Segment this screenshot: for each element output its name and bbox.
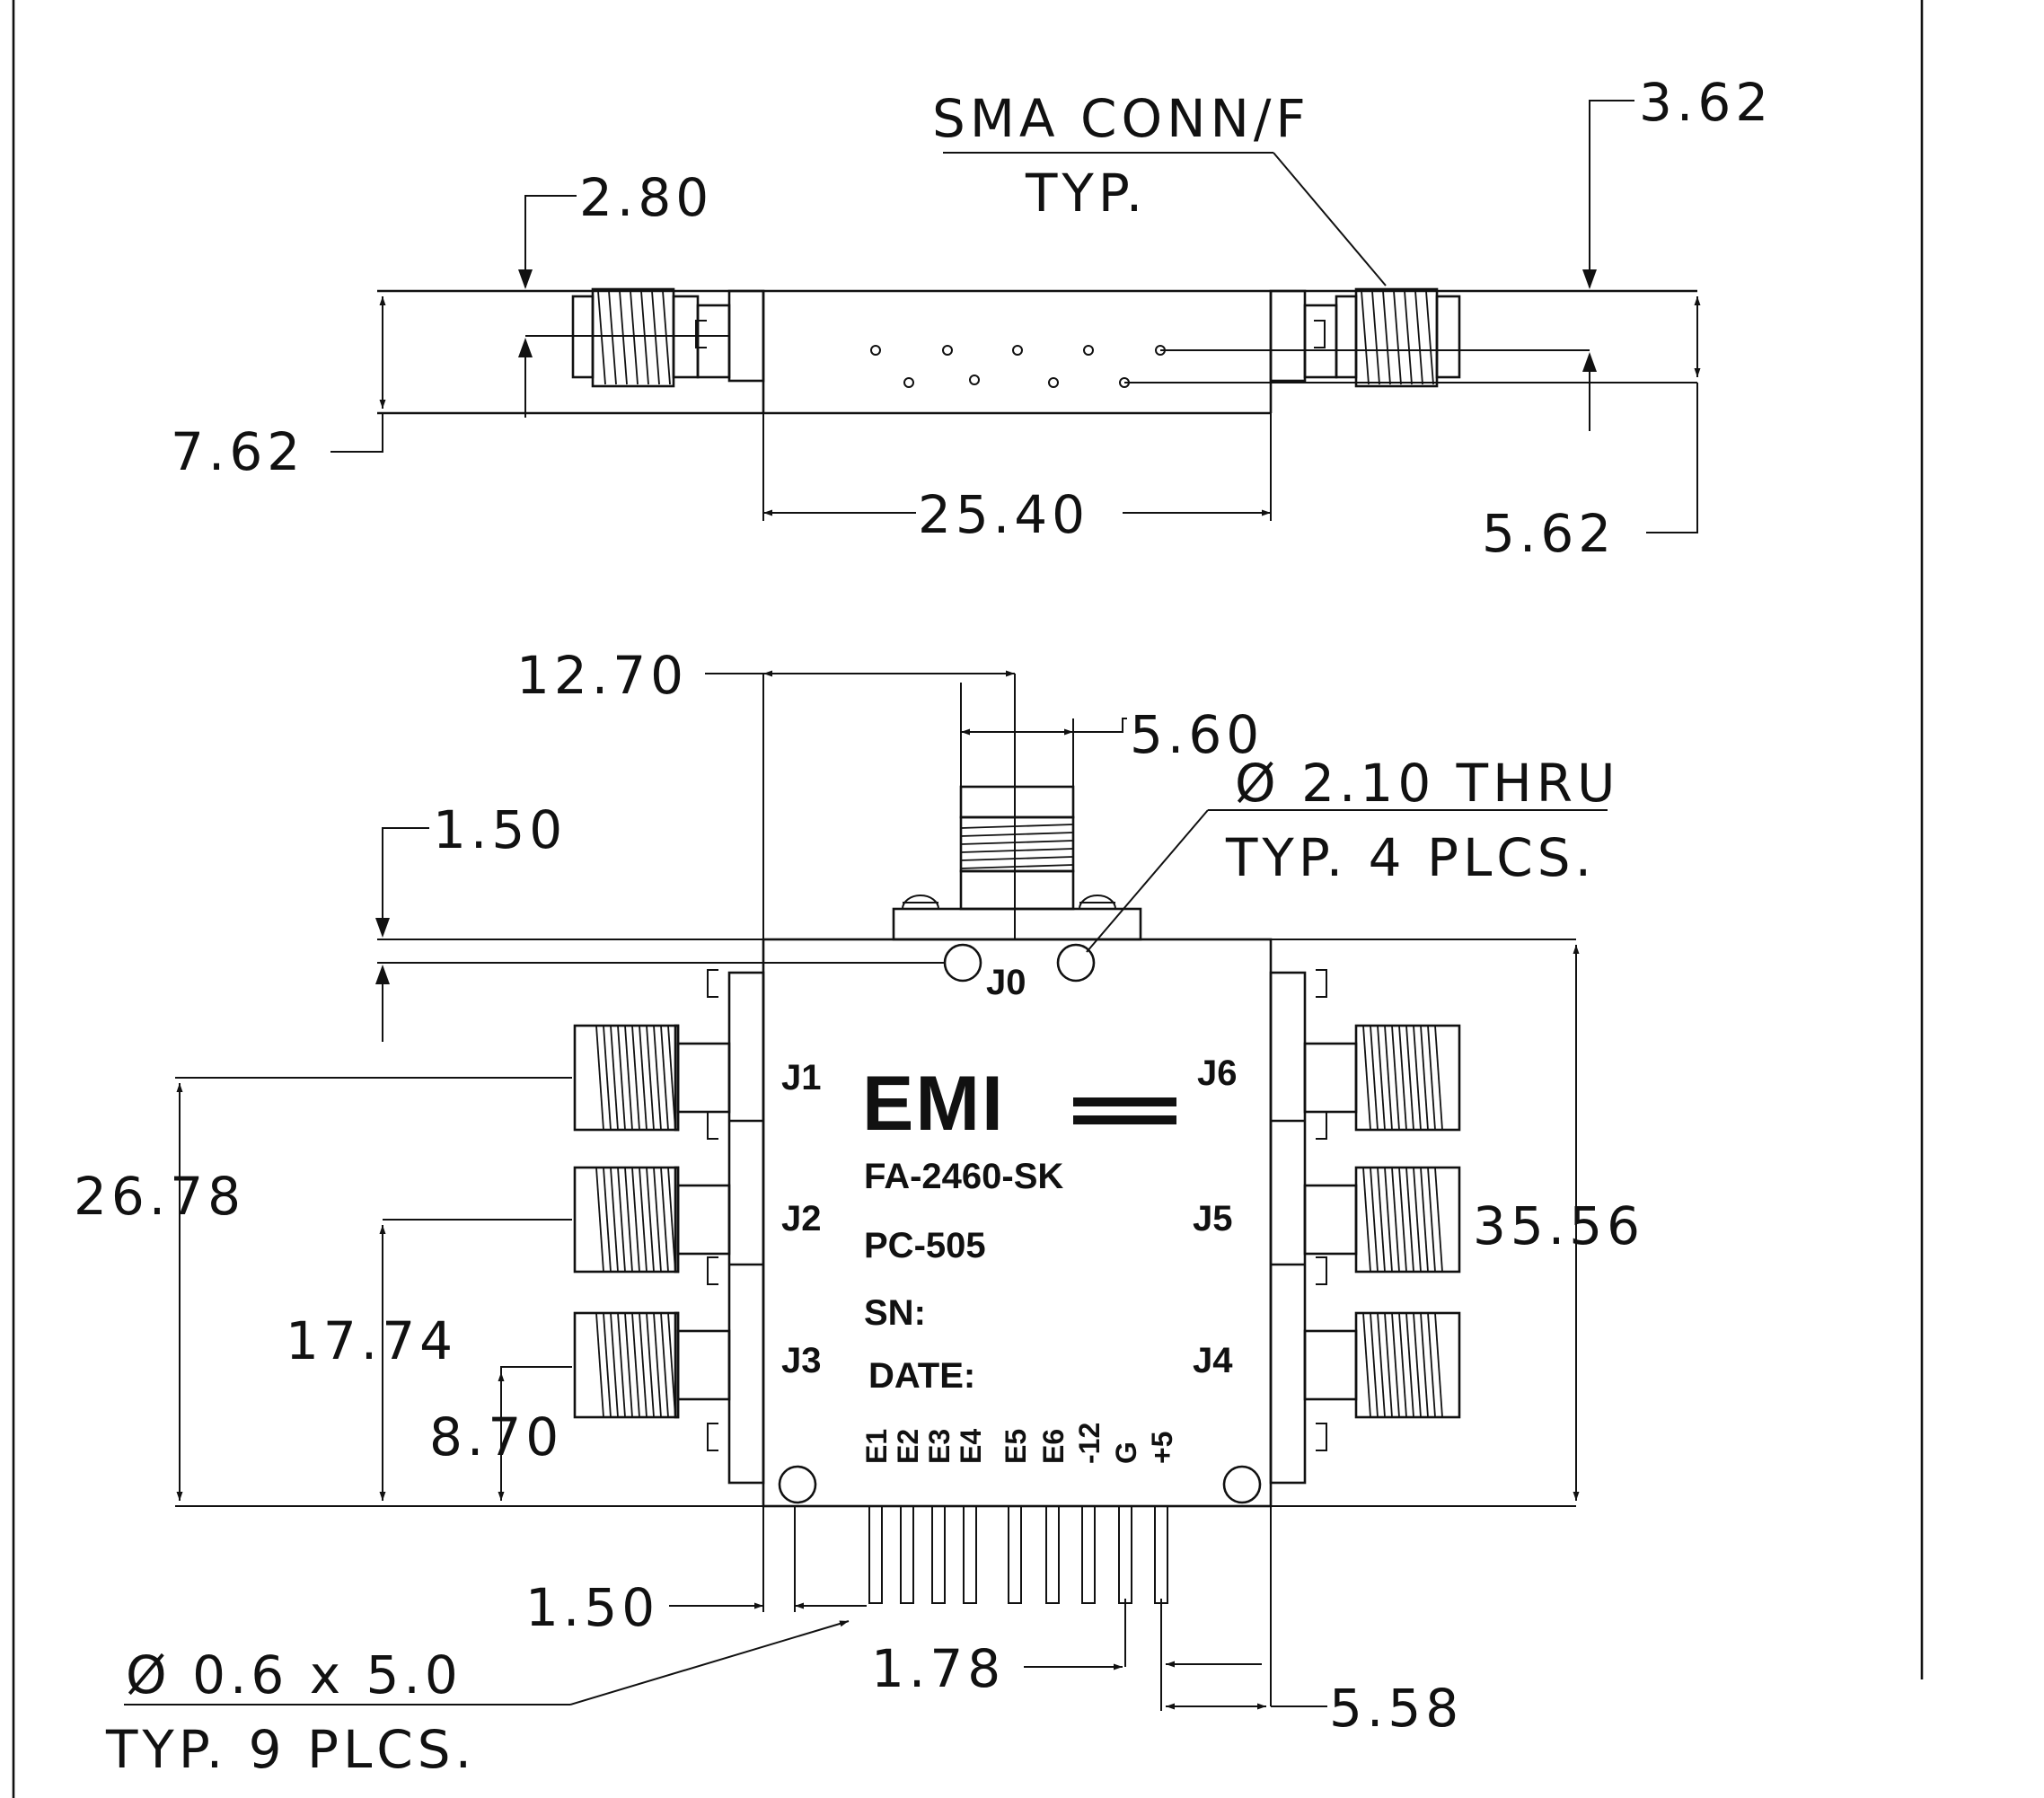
pin-label: E5 [1000, 1429, 1032, 1464]
pin-lead [1118, 1505, 1132, 1604]
pin-dot [870, 345, 881, 356]
note-hole-line2: TYP. 4 PLCS. [1225, 827, 1596, 888]
dim-pin-offset-left: 1.50 [525, 1577, 659, 1638]
pin-leads [868, 1505, 1168, 1604]
dim-pin-pitch: 1.78 [871, 1638, 1005, 1699]
dim-flange-height: 1.50 [433, 799, 567, 860]
dim-center-x: 12.70 [516, 645, 688, 706]
side-view: 7.62 2.80 3.62 5.62 25.40 SMA CONN/F TYP… [171, 72, 1773, 564]
pin-dot [1083, 345, 1094, 356]
pin-dot [969, 375, 980, 385]
note-sma-line1: SMA CONN/F [932, 88, 1310, 149]
serial-number-label: SN: [864, 1293, 926, 1333]
brand-logo-bars [1073, 1097, 1176, 1124]
side-ports-left [573, 969, 765, 1485]
brand-logo-text: EMI [862, 1061, 1005, 1147]
port-label-j2: J2 [781, 1199, 822, 1238]
pin-dot [1048, 377, 1059, 388]
pin-dot [903, 377, 914, 388]
top-view: J0 J1 J2 J3 J6 J5 J4 EMI FA-2460-SK PC-5… [74, 645, 1644, 1780]
dim-port-j1-y: 26.78 [74, 1166, 245, 1227]
pin-label: E4 [955, 1429, 987, 1464]
sma-connector-port [573, 1256, 731, 1419]
dim-connector-width: 5.60 [1130, 704, 1264, 765]
dim-top-offset-left: 2.80 [579, 167, 713, 228]
pin-lead [963, 1505, 977, 1604]
pin-lead [1081, 1505, 1096, 1604]
dim-top-offset-right: 3.62 [1639, 72, 1773, 133]
note-sma-line2: TYP. [1025, 163, 1147, 224]
port-label-j0: J0 [986, 963, 1026, 1002]
side-sma-connector-left [571, 287, 765, 388]
pin-lead [900, 1505, 914, 1604]
mounting-hole [1056, 943, 1096, 983]
pin-lead [1045, 1505, 1060, 1604]
sma-connector-port [1303, 1256, 1461, 1419]
sma-connector-port [573, 969, 731, 1132]
dim-port-j3-y: 8.70 [429, 1406, 563, 1467]
port-label-j6: J6 [1197, 1053, 1238, 1093]
note-pin-line1: Ø 0.6 x 5.0 [126, 1644, 463, 1705]
pin-lead [1154, 1505, 1168, 1604]
note-hole-line1: Ø 2.10 THRU [1235, 753, 1619, 814]
pin-label: +5 [1146, 1432, 1178, 1464]
dim-top-offset-right-lower: 5.62 [1482, 503, 1616, 564]
pin-lead [1008, 1505, 1022, 1604]
pin-lead [868, 1505, 883, 1604]
port-label-j4: J4 [1193, 1341, 1233, 1380]
side-ports-right [1269, 969, 1461, 1485]
mounting-hole [943, 943, 982, 983]
sma-connector-port [1303, 969, 1461, 1132]
dim-pin-offset-right: 5.58 [1329, 1678, 1463, 1739]
side-pin-dots [870, 345, 1166, 388]
pin-label: G [1110, 1441, 1142, 1464]
pin-lead [931, 1505, 946, 1604]
port-label-j5: J5 [1193, 1199, 1233, 1238]
pc-number: PC-505 [864, 1226, 986, 1265]
dim-body-height: 35.56 [1473, 1195, 1644, 1256]
dim-port-j2-y: 17.74 [286, 1310, 457, 1371]
dim-top-height: 7.62 [171, 421, 304, 482]
date-label: DATE: [868, 1356, 975, 1396]
port-label-j3: J3 [781, 1341, 822, 1380]
sma-connector-port [1303, 1111, 1461, 1274]
mounting-hole [1222, 1465, 1262, 1504]
port-label-j1: J1 [781, 1058, 822, 1097]
model-number: FA-2460-SK [864, 1157, 1063, 1196]
pin-label: E3 [923, 1429, 956, 1464]
sma-connector-port [573, 1111, 731, 1274]
pin-label: E2 [892, 1429, 924, 1464]
pin-label: E1 [860, 1429, 893, 1464]
side-sma-connector-right [1269, 287, 1461, 388]
pin-dot [1012, 345, 1023, 356]
connector-flange [892, 907, 1142, 941]
note-pin-line2: TYP. 9 PLCS. [105, 1719, 476, 1780]
pin-dot [942, 345, 953, 356]
sma-connector-j0 [959, 785, 1075, 911]
pin-label: -12 [1073, 1423, 1106, 1464]
pin-label: E6 [1037, 1429, 1070, 1464]
mounting-hole [778, 1465, 817, 1504]
dim-top-width: 25.40 [918, 484, 1089, 545]
